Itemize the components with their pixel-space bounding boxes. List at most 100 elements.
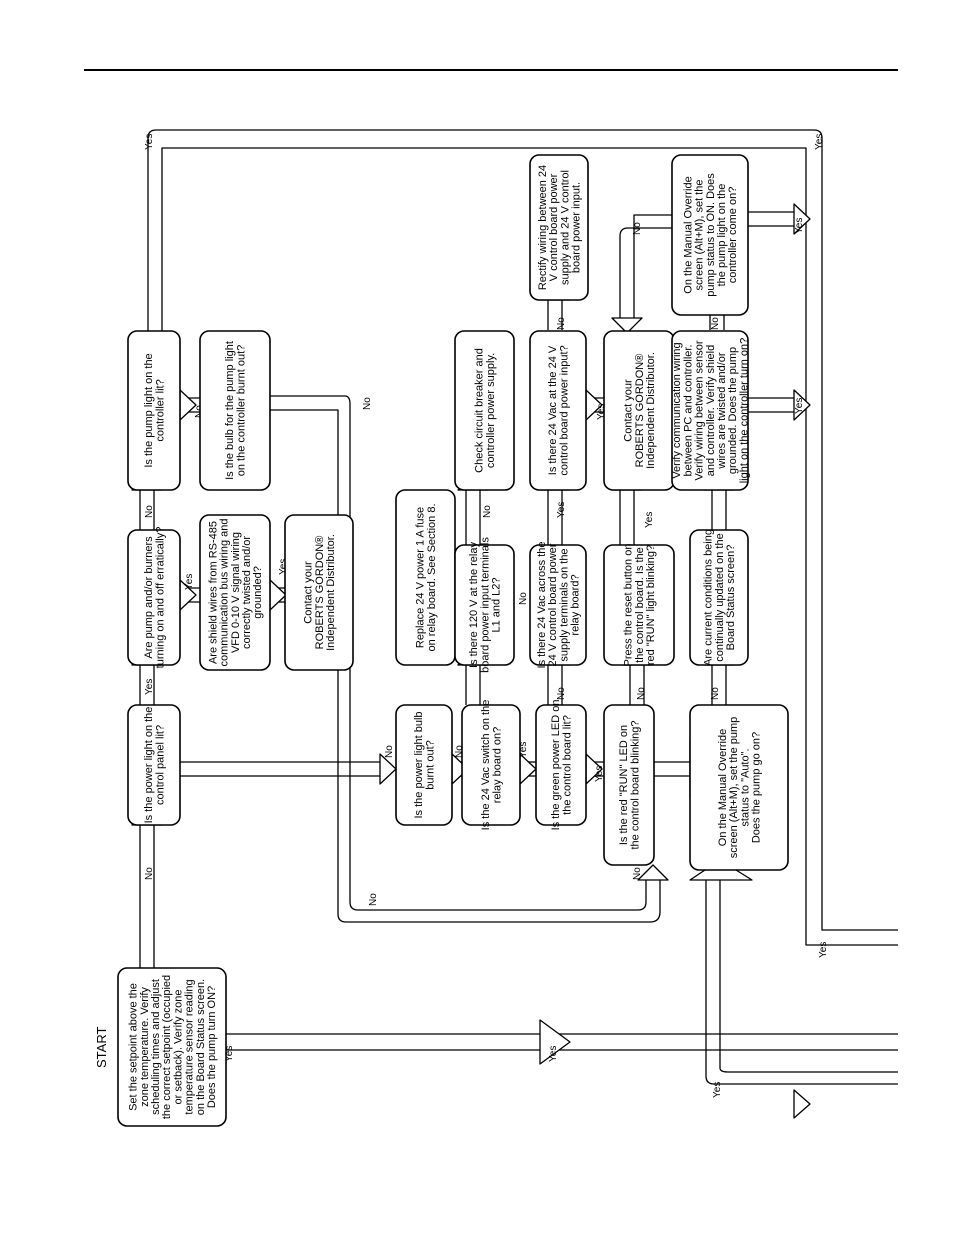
box-text-line: red "RUN" light blinking?	[645, 545, 657, 665]
flow-box-pump-light: Is the pump light on thecontroller lit?	[127, 330, 181, 491]
box-text-line: Is the bulb for the pump light	[224, 341, 236, 480]
box-outline	[529, 544, 587, 666]
box-text-line: status to "Auto".	[739, 748, 751, 826]
box-text: Is the power light bulbburnt out?	[413, 711, 436, 818]
box-text-line: Independent Distributor.	[325, 534, 337, 651]
flow-box-breaker: Check circuit breaker andcontroller powe…	[454, 330, 515, 491]
box-text-line: Is the pump light on the	[143, 353, 155, 467]
box-outline	[454, 330, 515, 491]
arrowhead	[269, 579, 287, 611]
flow-box-start: Set the setpoint above thezone temperatu…	[117, 967, 227, 1127]
box-outline	[603, 704, 655, 866]
box-text-line: Does the pump go on?	[751, 732, 763, 843]
box-outline	[199, 514, 271, 671]
box-text-line: Is the red "RUN" LED on	[618, 725, 630, 845]
flow-box-green-led: Is the green power LED onthe control boa…	[535, 700, 587, 831]
branch-label-yes: Yes	[556, 502, 567, 518]
box-text-line: On the Manual Override	[682, 176, 694, 293]
box-text: Is there 24 Vac at the 24 Vcontrol board…	[547, 345, 570, 476]
arrowhead	[793, 203, 811, 235]
box-text: Is the green power LED onthe control boa…	[550, 700, 573, 831]
box-text: Set the setpoint above thezone temperatu…	[128, 975, 218, 1119]
box-text-line: VFD 0-10 V signal wiring	[230, 532, 242, 653]
arrowhead	[793, 1089, 811, 1119]
box-text-line: Is the green power LED on	[550, 700, 562, 831]
box-text-line: control panel lit?	[154, 725, 166, 805]
flow-box-bulb-pump: Is the bulb for the pump lighton the con…	[199, 330, 271, 491]
box-text-line: Board Status screen?	[725, 545, 737, 651]
branch-label-no: No	[384, 745, 395, 758]
flow-box-contact-2: Contact yourROBERTS GORDON®Independent D…	[603, 330, 675, 491]
box-text-line: zone temperature. Verify	[139, 987, 151, 1107]
box-text-line: continually updated on the	[714, 533, 726, 661]
branch-label-yes: Yes	[224, 1046, 235, 1062]
box-text-line: on the Board Status screen.	[195, 979, 207, 1115]
box-outline	[117, 967, 227, 1127]
box-outline	[603, 544, 675, 666]
box-text-line: L1 and L2?	[491, 577, 503, 632]
arrowhead	[637, 864, 669, 881]
box-outline	[689, 704, 789, 871]
box-outline	[284, 514, 354, 671]
branch-label-yes: Yes	[644, 512, 655, 528]
box-outline	[127, 704, 181, 826]
box-text-line: grounded. Does the pump	[727, 347, 739, 474]
branch-label-yes: Yes	[794, 398, 805, 414]
box-text-line: Independent Distributor.	[645, 352, 657, 469]
box-text-line: Is the 24 Vac switch on the	[480, 700, 492, 831]
flow-box-manual-auto: On the Manual Overridescreen (Alt+M), se…	[689, 704, 789, 871]
connector	[270, 409, 661, 923]
box-text-line: the control board. Is the	[634, 547, 646, 663]
branch-label-no: No	[144, 867, 155, 880]
box-text-line: supply and 24 V control	[559, 170, 571, 285]
branch-label-yes: Yes	[818, 942, 829, 958]
box-text-line: the control board lit?	[561, 715, 573, 815]
box-text-line: or setback). Verify zone	[172, 990, 184, 1105]
box-text-line: temperature sensor reading	[184, 979, 196, 1114]
connector	[633, 214, 672, 318]
box-text-line: On the Manual Override	[717, 729, 729, 846]
box-text-line: 24 V control board power	[547, 543, 559, 666]
arrowhead	[611, 317, 643, 334]
box-text: Is the power light on thecontrol panel l…	[143, 707, 166, 824]
box-text-line: Check circuit breaker and	[474, 348, 486, 473]
box-text-line: screen (Alt+M), set the	[694, 180, 706, 291]
branch-label-yes: Yes	[144, 134, 155, 150]
box-text-line: Are pump and/or burners	[143, 536, 155, 659]
box-text-line: controller lit?	[154, 379, 166, 441]
branch-label-yes: Yes	[712, 1082, 723, 1098]
box-text-line: scheduling times and adjust	[150, 979, 162, 1115]
box-text-line: supply terminals on the	[558, 548, 570, 661]
branch-label-yes: Yes	[814, 134, 825, 150]
box-text: Verify communication wiringbetween PC an…	[671, 338, 750, 484]
box-outline	[395, 704, 453, 826]
branch-label-no: No	[482, 505, 493, 518]
box-text-line: relay board?	[570, 574, 582, 635]
box-text-line: Are current conditions being	[703, 529, 715, 666]
box-text-line: Press the reset button on	[623, 544, 635, 667]
branch-label-no: No	[144, 505, 155, 518]
box-text-line: burnt out?	[424, 740, 436, 790]
box-text: On the Manual Overridescreen (Alt+M), se…	[717, 717, 763, 859]
box-outline	[127, 330, 181, 491]
flow-box-conditions: Are current conditions beingcontinually …	[689, 529, 749, 666]
start-label: START	[94, 1027, 109, 1068]
box-text-line: controller come on?	[727, 187, 739, 284]
box-text: Check circuit breaker andcontroller powe…	[474, 348, 497, 473]
box-outline	[461, 704, 521, 826]
branch-label-no: No	[454, 745, 465, 758]
arrowhead	[539, 1019, 571, 1065]
flow-box-contact-1: Contact yourROBERTS GORDON®Independent D…	[284, 514, 354, 671]
box-text-line: relay board on?	[491, 727, 503, 803]
box-text-line: Rectify wiring between 24	[537, 165, 549, 290]
branch-label-yes: Yes	[144, 679, 155, 695]
box-text-line: Is the power light on the	[143, 707, 155, 824]
box-text-line: Does the pump turn ON?	[206, 986, 218, 1108]
box-text: Is the 24 Vac switch on therelay board o…	[480, 700, 503, 831]
box-text: Rectify wiring between 24V control board…	[537, 165, 583, 290]
connector	[719, 870, 898, 1073]
box-outline	[454, 544, 515, 666]
box-outline	[689, 529, 749, 666]
connector	[161, 147, 898, 946]
box-text-line: control board power input?	[558, 345, 570, 475]
